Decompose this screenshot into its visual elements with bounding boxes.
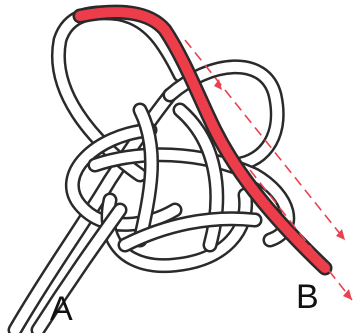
end-label-a: A xyxy=(50,292,73,326)
end-label-b: B xyxy=(296,280,319,314)
